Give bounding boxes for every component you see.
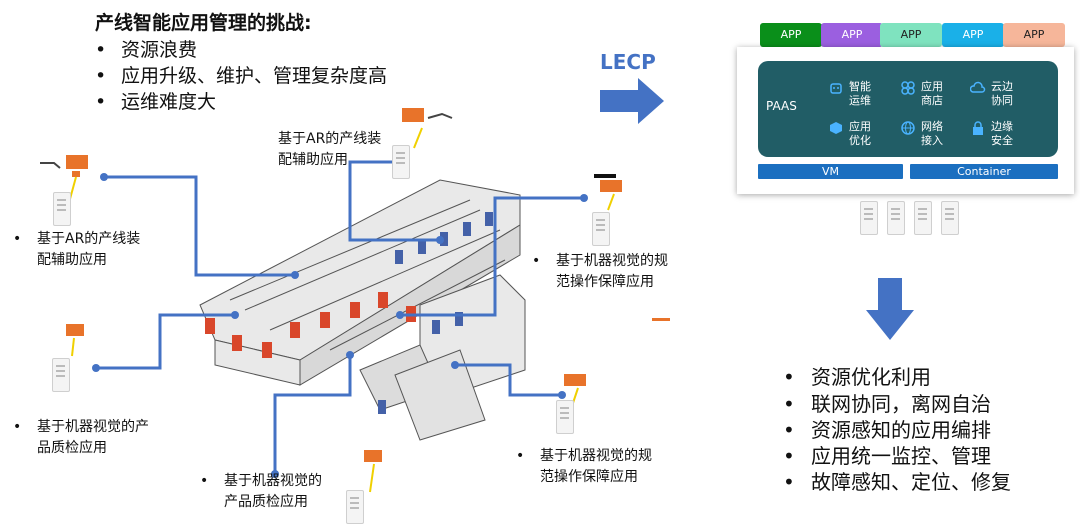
benefit-item: 故障感知、定位、修复 bbox=[783, 466, 1011, 495]
server-icon bbox=[346, 490, 364, 524]
challenge-item: 资源浪费 bbox=[95, 35, 197, 62]
factory-line-illustration bbox=[199, 179, 526, 441]
module-app-store: 应用商店 bbox=[900, 80, 943, 108]
server-icon bbox=[556, 400, 574, 434]
vm-bar: VM bbox=[758, 164, 903, 179]
server-icon bbox=[592, 212, 610, 246]
edge-device bbox=[400, 108, 470, 172]
module-edge-security: 边缘安全 bbox=[970, 120, 1013, 148]
server-icon bbox=[914, 201, 932, 235]
lock-icon bbox=[973, 121, 983, 135]
camera-icon bbox=[66, 324, 84, 357]
challenge-item: 应用升级、维护、管理复杂度高 bbox=[95, 61, 387, 88]
server-icon bbox=[887, 201, 905, 235]
camera-icon bbox=[594, 174, 622, 211]
paas-box bbox=[758, 61, 1058, 157]
annotation-ar-left: •基于AR的产线装配辅助应用 bbox=[13, 231, 141, 268]
app-chip: APP bbox=[880, 23, 942, 47]
cube-icon bbox=[830, 122, 842, 134]
edge-device bbox=[62, 322, 92, 366]
annotation-mv-spec-bottom: •基于机器视觉的规范操作保障应用 bbox=[516, 448, 652, 485]
camera-icon bbox=[402, 108, 453, 149]
cloud-icon bbox=[970, 81, 986, 93]
paas-label: PAAS bbox=[766, 99, 797, 113]
annotation-ar-top: 基于AR的产线装配辅助应用 bbox=[278, 131, 382, 168]
app-chip: APP bbox=[1003, 23, 1065, 47]
module-app-optimize: 应用优化 bbox=[828, 120, 871, 148]
server-icon bbox=[53, 192, 71, 226]
challenge-item: 运维难度大 bbox=[95, 87, 216, 114]
app-chip: APP bbox=[760, 23, 822, 47]
connector-dots bbox=[92, 158, 588, 478]
app-chip: APP bbox=[942, 23, 1004, 47]
benefit-item: 资源优化利用 bbox=[783, 361, 931, 390]
annotation-mv-spec-right: •基于机器视觉的规范操作保障应用 bbox=[532, 253, 668, 290]
benefit-item: 应用统一监控、管理 bbox=[783, 440, 991, 469]
server-icon bbox=[392, 145, 410, 179]
container-bar: Container bbox=[910, 164, 1058, 179]
benefit-item: 联网协同，离网自治 bbox=[783, 388, 991, 417]
module-network-access: 网络接入 bbox=[900, 120, 943, 148]
lecp-label: LECP bbox=[600, 50, 656, 74]
right-arrow-icon bbox=[600, 78, 664, 124]
down-arrow-icon bbox=[866, 278, 914, 340]
edge-device bbox=[360, 448, 390, 502]
orange-dash bbox=[652, 318, 670, 321]
server-icon bbox=[860, 201, 878, 235]
production-line-diagram bbox=[92, 158, 670, 478]
edge-device bbox=[38, 155, 98, 229]
blue-panels bbox=[378, 212, 493, 414]
robot-icon bbox=[830, 83, 842, 94]
app-chip: APP bbox=[821, 23, 883, 47]
edge-device bbox=[592, 172, 632, 216]
app-store-icon bbox=[901, 81, 915, 95]
globe-icon bbox=[901, 121, 915, 135]
benefit-item: 资源感知的应用编排 bbox=[783, 414, 991, 443]
annotation-mv-quality-left: •基于机器视觉的产品质检应用 bbox=[13, 419, 149, 456]
server-icon bbox=[52, 358, 70, 392]
camera-icon bbox=[364, 450, 382, 493]
server-icon bbox=[941, 201, 959, 235]
annotation-mv-quality-bottom: •基于机器视觉的产品质检应用 bbox=[200, 473, 322, 510]
module-intelligent-ops: 智能运维 bbox=[828, 80, 871, 108]
camera-icon bbox=[40, 155, 88, 200]
connector-lines bbox=[96, 160, 584, 474]
challenges-title: 产线智能应用管理的挑战: bbox=[95, 12, 312, 34]
module-cloud-edge: 云边协同 bbox=[970, 80, 1013, 108]
